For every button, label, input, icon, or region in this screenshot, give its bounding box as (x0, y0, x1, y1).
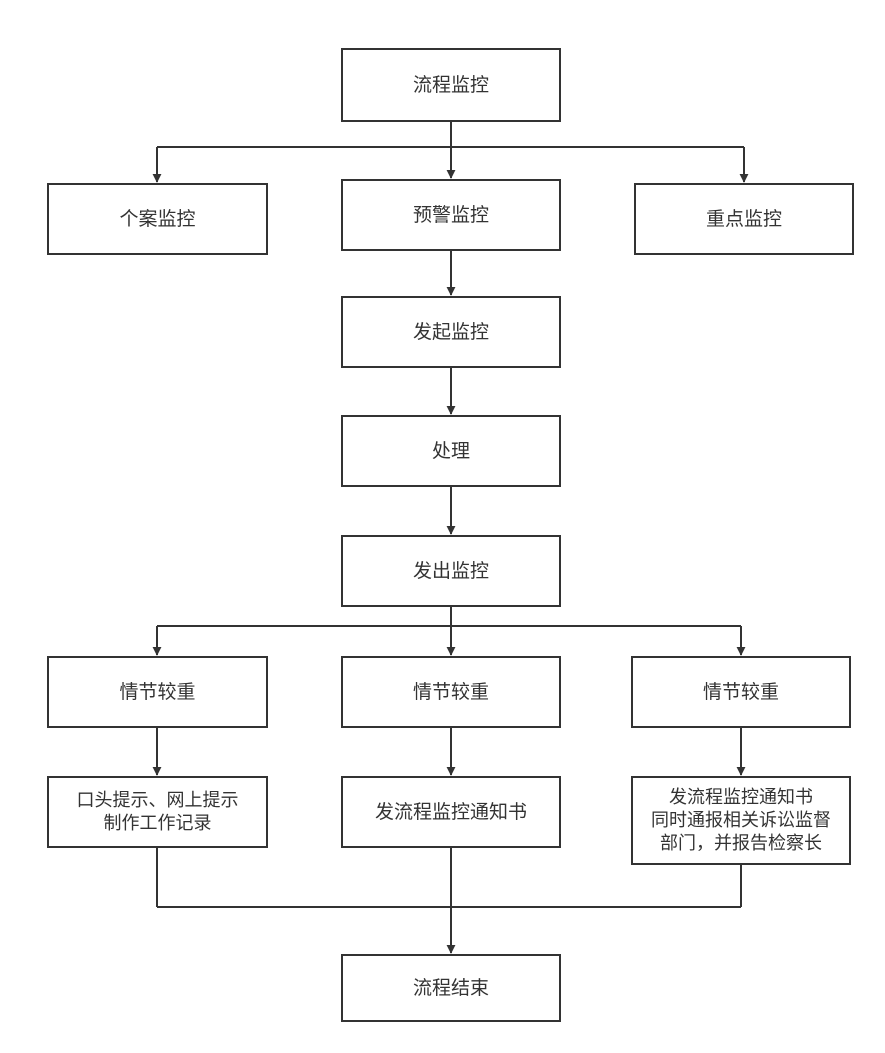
node-flow-end-label: 流程结束 (412, 977, 489, 999)
node-process: 处理 (341, 415, 561, 487)
node-severity-left-label: 情节较重 (119, 681, 196, 703)
node-severity-center: 情节较重 (341, 656, 561, 728)
node-warning-monitor: 预警监控 (341, 179, 561, 251)
node-warning-monitor-label: 预警监控 (412, 204, 489, 226)
node-case-monitor-label: 个案监控 (119, 208, 196, 230)
node-severity-left: 情节较重 (47, 656, 268, 728)
node-action-center-label: 发流程监控通知书 (374, 801, 527, 823)
node-flow-monitor: 流程监控 (341, 48, 561, 122)
node-key-monitor-label: 重点监控 (705, 208, 782, 230)
node-key-monitor: 重点监控 (634, 183, 854, 255)
node-flow-monitor-label: 流程监控 (412, 74, 489, 96)
node-action-center: 发流程监控通知书 (341, 776, 561, 848)
node-action-right-label: 发流程监控通知书 同时通报相关诉讼监督 部门，并报告检察长 (651, 787, 831, 854)
node-action-left-label: 口头提示、网上提示 制作工作记录 (76, 790, 239, 834)
node-issue-monitor-label: 发出监控 (412, 560, 489, 582)
node-severity-right: 情节较重 (631, 656, 851, 728)
node-issue-monitor: 发出监控 (341, 535, 561, 607)
node-severity-center-label: 情节较重 (412, 681, 489, 703)
node-process-label: 处理 (431, 440, 470, 462)
node-action-right: 发流程监控通知书 同时通报相关诉讼监督 部门，并报告检察长 (631, 776, 851, 865)
node-action-left: 口头提示、网上提示 制作工作记录 (47, 776, 268, 848)
node-case-monitor: 个案监控 (47, 183, 268, 255)
node-severity-right-label: 情节较重 (702, 681, 779, 703)
node-initiate-monitor: 发起监控 (341, 296, 561, 368)
node-initiate-monitor-label: 发起监控 (412, 321, 489, 343)
node-flow-end: 流程结束 (341, 954, 561, 1022)
